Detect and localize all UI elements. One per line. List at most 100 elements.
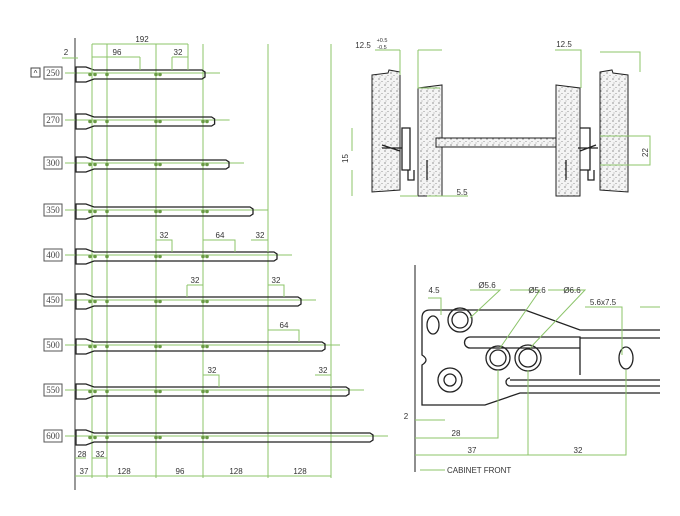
mount-hole xyxy=(158,435,162,440)
dim-37: 37 xyxy=(468,446,477,455)
rail-length-box xyxy=(43,156,63,170)
hole-5-6 xyxy=(447,307,473,333)
mount-hole xyxy=(201,119,205,124)
collapse-button-label: ^ xyxy=(34,69,38,78)
mount-hole xyxy=(158,72,162,77)
rail-length-label: 270 xyxy=(46,115,60,125)
dim-192: 192 xyxy=(135,35,149,44)
mount-hole xyxy=(205,119,209,124)
collapse-button[interactable] xyxy=(30,67,41,78)
rail-300: 300 xyxy=(43,156,244,173)
dim-37: 37 xyxy=(80,467,89,476)
rail-length-label: 350 xyxy=(46,205,60,215)
mount-hole xyxy=(93,72,97,77)
rail-250: 250 xyxy=(43,66,220,83)
dim-128: 128 xyxy=(293,467,307,476)
mount-hole xyxy=(158,344,162,349)
mount-hole xyxy=(205,162,209,167)
mount-hole xyxy=(158,209,162,214)
rail-350: 350 xyxy=(43,203,268,220)
dim-32: 32 xyxy=(96,450,105,459)
rail-length-box xyxy=(43,293,63,307)
rail-length-box xyxy=(43,338,63,352)
mount-hole xyxy=(105,344,109,349)
rail-body xyxy=(75,383,350,400)
cabinet-front-label: CABINET FRONT xyxy=(447,466,511,475)
mount-hole xyxy=(205,435,209,440)
rail-length-box xyxy=(43,66,63,80)
mount-hole xyxy=(201,209,205,214)
mount-hole xyxy=(93,344,97,349)
cabinet-cross-section: 12.5 +0.5 -0.5 12.5 15 22 5.5 xyxy=(341,38,651,197)
mount-hole xyxy=(205,389,209,394)
mount-hole xyxy=(88,435,92,440)
mount-hole xyxy=(88,72,92,77)
bracket-outline xyxy=(421,309,660,406)
mount-hole xyxy=(158,162,162,167)
rail-length-label: 400 xyxy=(46,250,60,260)
dim-15: 15 xyxy=(341,154,350,163)
mount-hole xyxy=(93,254,97,259)
mount-hole xyxy=(154,209,158,214)
mount-hole xyxy=(205,344,209,349)
rail-body xyxy=(75,293,302,310)
mount-hole xyxy=(93,389,97,394)
mount-hole xyxy=(154,162,158,167)
mount-hole xyxy=(105,72,109,77)
dim-label: 32 xyxy=(319,366,328,375)
mount-hole xyxy=(154,299,158,304)
mount-hole xyxy=(158,119,162,124)
mount-hole xyxy=(88,119,92,124)
dim-label: 32 xyxy=(160,231,169,240)
dim-32: 32 xyxy=(174,48,183,57)
mount-hole xyxy=(88,162,92,167)
dim-5-5: 5.5 xyxy=(456,188,468,197)
mount-hole xyxy=(105,254,109,259)
rail-400: 400 xyxy=(43,248,292,265)
mount-hole xyxy=(154,72,158,77)
dim-128: 128 xyxy=(229,467,243,476)
rail-length-label: 600 xyxy=(46,431,60,441)
dim-28: 28 xyxy=(78,450,87,459)
mount-hole xyxy=(158,254,162,259)
rail-length-box xyxy=(43,203,63,217)
dim-96: 96 xyxy=(113,48,122,57)
dim-hole-5-6: Ø5.6 xyxy=(528,286,546,295)
front-bracket-detail: 4.5 Ø5.6 Ø5.6 Ø6.6 5.6x7.5 2 28 37 32 CA… xyxy=(404,265,660,475)
dim-slot: 5.6x7.5 xyxy=(590,298,617,307)
adjuster-cam xyxy=(437,367,463,393)
rail-length-box xyxy=(43,113,63,127)
rail-length-label: 250 xyxy=(46,68,60,78)
rail-length-box xyxy=(43,429,63,443)
dim-label: 32 xyxy=(256,231,265,240)
rail-body xyxy=(75,113,216,130)
rail-body xyxy=(75,203,254,220)
mount-hole xyxy=(105,299,109,304)
mount-hole xyxy=(158,389,162,394)
right-cabinet-wall xyxy=(599,69,629,193)
rail-length-label: 300 xyxy=(46,158,60,168)
mount-hole xyxy=(154,389,158,394)
rail-body xyxy=(75,66,206,83)
rail-length-label: 500 xyxy=(46,340,60,350)
dim-22: 22 xyxy=(641,148,650,157)
rail-body xyxy=(75,248,278,265)
mount-hole xyxy=(93,162,97,167)
mount-hole xyxy=(201,435,205,440)
rail-length-label: 450 xyxy=(46,295,60,305)
mount-hole xyxy=(201,299,205,304)
dim-96: 96 xyxy=(176,467,185,476)
mount-hole xyxy=(154,344,158,349)
rail-600: 600 xyxy=(43,429,388,446)
screw-icon xyxy=(381,144,598,180)
mount-hole xyxy=(93,435,97,440)
dim-hole-5-6: Ø5.6 xyxy=(478,281,496,290)
mount-hole xyxy=(93,299,97,304)
tolerance-plus: +0.5 xyxy=(377,38,388,44)
mount-hole xyxy=(205,209,209,214)
dim-label: 64 xyxy=(216,231,225,240)
dim-128: 128 xyxy=(117,467,131,476)
mount-hole xyxy=(105,389,109,394)
mount-hole xyxy=(201,254,205,259)
mount-hole xyxy=(105,209,109,214)
